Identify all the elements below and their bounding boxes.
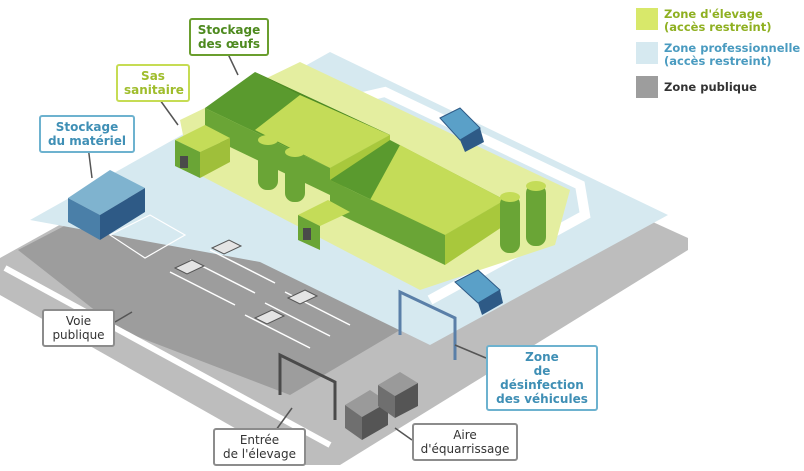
label-line: des œufs — [197, 37, 261, 51]
zone-legend: Zone d'élevage (accès restreint) Zone pr… — [636, 8, 802, 106]
legend-line: Zone d'élevage — [664, 7, 763, 21]
legend-swatch — [636, 76, 658, 98]
label-line: Aire — [453, 428, 477, 442]
label-line: Stockage — [55, 120, 119, 134]
label-rendering-area: Aire d'équarrissage — [412, 423, 518, 461]
silo-icon — [258, 135, 278, 190]
sanitary-airlock-building — [175, 125, 230, 178]
label-line: de l'élevage — [222, 447, 296, 461]
legend-line: Zone professionnelle — [664, 41, 801, 55]
silo-icon — [500, 192, 520, 253]
label-line: de désinfection — [500, 364, 584, 392]
silo-icon — [285, 147, 305, 202]
label-farm-entrance: Entrée de l'élevage — [213, 428, 306, 466]
equipment-storage-building — [68, 170, 145, 240]
legend-line: (accès restreint) — [664, 54, 772, 68]
car-icon — [286, 289, 319, 305]
legend-item-professional-zone: Zone professionnelle (accès restreint) — [636, 42, 802, 68]
label-sanitary-airlock: Sas sanitaire — [116, 64, 190, 102]
parking-delivery-zone — [108, 214, 187, 259]
label-line: sanitaire — [124, 83, 184, 97]
label-line: Stockage — [197, 23, 261, 37]
label-egg-storage: Stockage des œufs — [189, 18, 269, 56]
car-icon — [253, 309, 286, 325]
annex-building-2 — [298, 200, 350, 250]
legend-label: Zone publique — [664, 76, 757, 94]
carcass-container-icon — [345, 390, 388, 440]
label-line: Sas — [141, 69, 165, 83]
label-line: Zone — [525, 350, 559, 364]
label-line: Entrée — [239, 433, 280, 447]
carcass-container-icon — [378, 372, 418, 418]
label-equipment-storage: Stockage du matériel — [39, 115, 135, 153]
label-line: d'équarrissage — [420, 442, 510, 456]
car-icon — [210, 239, 243, 255]
silo-icon — [526, 181, 546, 246]
legend-line: Zone publique — [664, 80, 757, 94]
legend-item-public-zone: Zone publique — [636, 76, 802, 98]
entrance-gate — [278, 352, 337, 420]
legend-item-breeding-zone: Zone d'élevage (accès restreint) — [636, 8, 802, 34]
delivery-truck-icon — [454, 269, 503, 315]
legend-swatch — [636, 8, 658, 30]
label-line: du matériel — [47, 134, 127, 148]
legend-label: Zone professionnelle (accès restreint) — [664, 42, 800, 68]
label-line: publique — [52, 328, 105, 342]
poultry-house-2 — [330, 140, 505, 265]
disinfection-gantry — [398, 289, 457, 360]
label-line: Voie — [65, 314, 92, 328]
legend-label: Zone d'élevage (accès restreint) — [664, 8, 771, 34]
car-icon — [173, 259, 206, 275]
legend-swatch — [636, 42, 658, 64]
legend-line: (accès restreint) — [664, 20, 772, 34]
label-line: des véhicules — [496, 392, 588, 406]
label-public-road: Voie publique — [42, 309, 115, 347]
delivery-truck-icon — [439, 107, 484, 152]
road-marking — [3, 265, 332, 448]
label-vehicle-disinfection: Zone de désinfection des véhicules — [486, 345, 598, 411]
